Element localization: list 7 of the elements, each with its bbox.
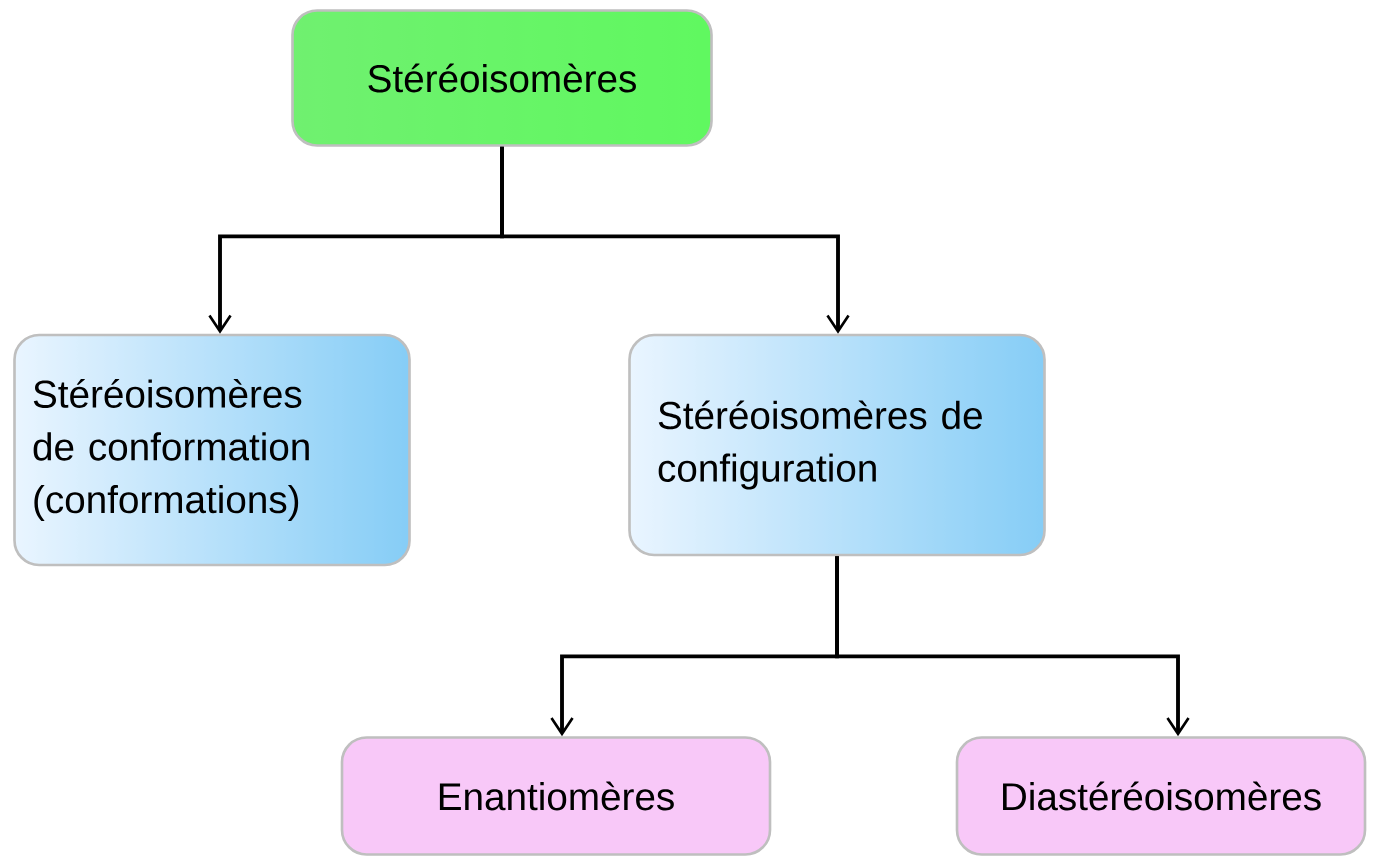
connector-arrow (500, 146, 850, 334)
category-box: Stéréoisomères de configuration (628, 333, 1046, 557)
category-box: Stéréoisomères de conformation (conformations) (13, 333, 411, 567)
category-box: Enantiomères (340, 736, 772, 856)
category-box: Diastéréoisomères (955, 736, 1367, 856)
category-box: Stéréoisomères (291, 9, 713, 147)
connector-arrow (835, 556, 1190, 737)
